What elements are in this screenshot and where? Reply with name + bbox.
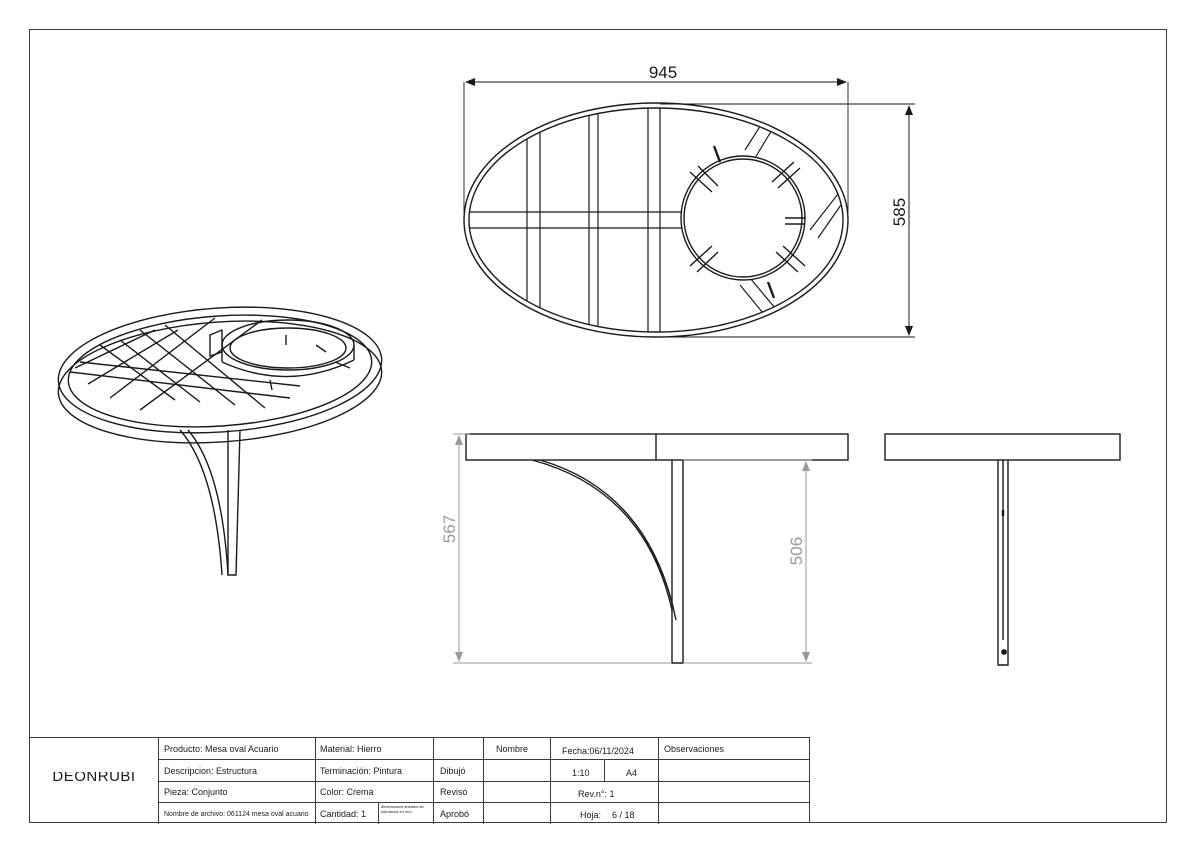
dimension-front-height-label: 567 [440, 515, 459, 543]
side-view [884, 433, 1121, 666]
observations-header: Observaciones [664, 744, 725, 754]
date-field: Fecha:06/11/2024 [562, 746, 634, 756]
color-field: Color: Crema [320, 787, 374, 797]
name-header: Nombre [496, 744, 529, 754]
dimension-width-label: 945 [649, 63, 677, 82]
isometric-view [57, 306, 383, 576]
finish-field: Terminación: Pintura [320, 766, 403, 776]
approved-by-label: Aprobó [440, 809, 470, 819]
title-block: DEONRUBI Producto: Mesa oval Acuario Des… [30, 737, 810, 824]
tolerance-note: dimensiones lineales sin tolerancia en m… [381, 805, 425, 814]
dimension-front-inner-height-label: 506 [787, 537, 806, 565]
reviewed-by-label: Revisó [440, 787, 468, 797]
drawn-by-label: Dibujó [440, 766, 466, 776]
drawing-frame [29, 29, 1167, 823]
company-name: DEONRUBI [52, 772, 136, 782]
material-field: Material: Hierro [320, 744, 382, 754]
dimension-depth [660, 103, 915, 338]
dimension-front-inner-height [683, 459, 812, 664]
description-field: Descripcion: Estructura [164, 766, 258, 776]
dimension-depth-label: 585 [890, 198, 909, 226]
revision-field: Rev.n°: 1 [578, 789, 615, 799]
quantity-field: Cantidad: 1 [320, 809, 367, 819]
sheet-label: Hoja: [580, 810, 602, 820]
paper-size-field: A4 [626, 768, 638, 778]
piece-field: Pieza: Conjunto [164, 787, 228, 797]
scale-field: 1:10 [572, 768, 590, 778]
product-field: Producto: Mesa oval Acuario [164, 744, 279, 754]
top-view [463, 102, 849, 338]
dimension-front-height [453, 433, 672, 664]
sheet-number: 6 / 18 [612, 810, 635, 820]
front-view [465, 433, 849, 664]
file-name-field: Nombre de archivo: 061124 mesa oval acua… [164, 811, 309, 818]
